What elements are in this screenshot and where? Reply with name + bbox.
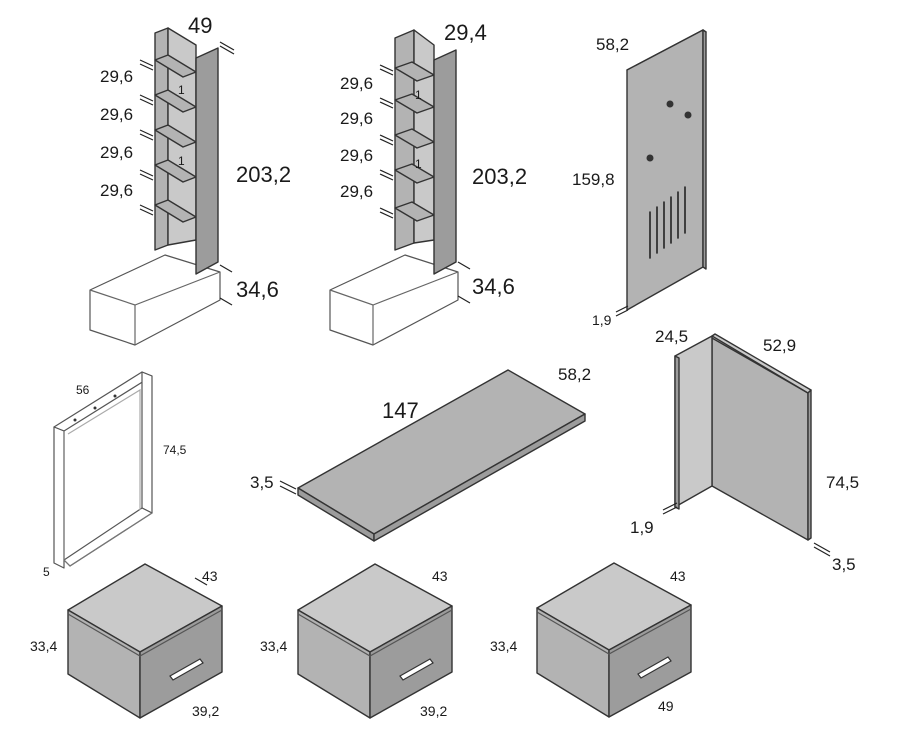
wall-panel-face (626, 29, 704, 311)
corner-height-label: 74,5 (826, 473, 859, 492)
shelf-height-label: 203,2 (236, 162, 291, 187)
corner-back-thickness-label: 3,5 (832, 555, 856, 574)
corner-side-thickness-label: 1,9 (630, 518, 654, 537)
drawer-depth-label: 43 (670, 568, 686, 584)
base-box-right (329, 254, 459, 346)
desk-top-surface (297, 369, 586, 535)
drawer-front (608, 604, 692, 718)
shelf-marker: 1 (415, 88, 422, 102)
frame-top-rail (53, 371, 153, 432)
desk-thickness-label: 3,5 (250, 473, 274, 492)
hook-icon (646, 154, 654, 162)
frame-height-label: 74,5 (163, 443, 187, 457)
frame-right-leg (141, 371, 153, 514)
shelf-gap-label: 29,6 (100, 105, 133, 124)
wall-panel-height-label: 159,8 (572, 170, 615, 189)
desk-top: 147 58,2 3,5 (250, 365, 591, 542)
wall-panel-width-label: 58,2 (596, 35, 629, 54)
drawer-unit-1: 43 33,4 39,2 (30, 563, 223, 719)
shelf-depth-label: 34,6 (236, 277, 279, 302)
shelf-unit-right: 1 1 29,4 29,6 29,6 29,6 29,6 203,2 34,6 (329, 20, 527, 346)
shelf-gap-label: 29,6 (100, 181, 133, 200)
hook-icon (666, 100, 674, 108)
shelf-right-side (195, 47, 219, 275)
shelf-right-side (433, 49, 457, 275)
corner-back-panel (711, 337, 809, 541)
shelf-gap-label: 29,6 (340, 74, 373, 93)
desk-depth-label: 58,2 (558, 365, 591, 384)
frame-thickness-label: 5 (43, 565, 50, 579)
drawer-width-label: 49 (658, 698, 674, 714)
shelf-gap-label: 29,6 (340, 182, 373, 201)
drawer-unit-3: 43 33,4 49 (490, 562, 692, 718)
corner-side-panel (674, 335, 713, 508)
shelf-gap-label: 29,6 (340, 109, 373, 128)
drawer-depth-label: 43 (202, 568, 218, 584)
drawer-front (139, 605, 223, 719)
drawer-height-label: 33,4 (30, 638, 57, 654)
drawer-width-label: 39,2 (192, 703, 219, 719)
shelf-height-label: 203,2 (472, 164, 527, 189)
frame-bottom-rail (63, 507, 153, 567)
corner-depth-label: 24,5 (655, 327, 688, 346)
shelf-width-label: 49 (188, 13, 212, 38)
shelf-gap-label: 29,6 (100, 67, 133, 86)
base-box-left (89, 254, 221, 346)
leg-frame: 56 74,5 5 (43, 371, 187, 579)
wall-panel: 58,2 159,8 1,9 (572, 29, 707, 328)
drawer-depth-label: 43 (432, 568, 448, 584)
shelf-marker: 1 (415, 157, 422, 171)
frame-width-label: 56 (76, 383, 90, 397)
shelf-marker: 1 (178, 154, 185, 168)
drawer-height-label: 33,4 (490, 638, 517, 654)
hook-icon (684, 111, 692, 119)
frame-left-leg (53, 426, 65, 569)
shelf-gap-label: 29,6 (100, 143, 133, 162)
wall-panel-slots (649, 186, 686, 259)
desk-length-label: 147 (382, 398, 419, 423)
corner-panel: 24,5 52,9 74,5 1,9 3,5 (630, 327, 859, 574)
drawer-unit-2: 43 33,4 39,2 (260, 563, 453, 719)
wall-panel-thickness-label: 1,9 (592, 312, 612, 328)
shelf-unit-left: 1 1 49 29,6 29,6 29,6 29,6 203,2 34,6 (89, 13, 291, 346)
drawer-height-label: 33,4 (260, 638, 287, 654)
shelf-marker: 1 (178, 83, 185, 97)
drawer-handle (637, 656, 672, 679)
shelf-gap-label: 29,6 (340, 146, 373, 165)
drawer-handle (399, 658, 434, 681)
drawer-width-label: 39,2 (420, 703, 447, 719)
drawer-front (369, 605, 453, 719)
drawer-handle (169, 658, 204, 681)
shelf-depth-label: 34,6 (472, 274, 515, 299)
shelf-width-label: 29,4 (444, 20, 487, 45)
corner-width-label: 52,9 (763, 336, 796, 355)
